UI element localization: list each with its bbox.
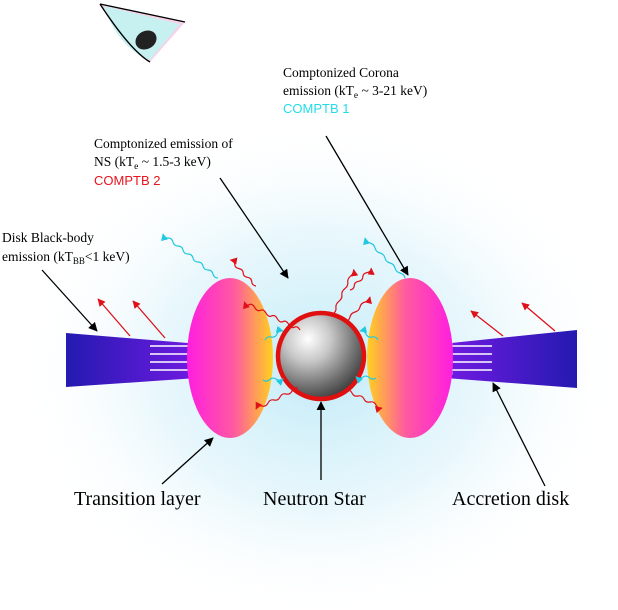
disk-blackbody-photons — [97, 298, 556, 339]
arrow-disk-blackbody — [41, 269, 98, 332]
neutron-star-label: Neutron Star — [263, 488, 366, 510]
red-photon-waves — [229, 257, 383, 414]
transition-layer-right — [367, 278, 453, 438]
accretion-disk-right — [432, 330, 577, 388]
comptb1-label: COMPTB 1 — [283, 101, 349, 116]
arrow-accretion-disk — [492, 382, 546, 487]
comptb2-label: COMPTB 2 — [94, 173, 160, 188]
corona-label-line2: emission (kTe ~ 3-21 keV) — [283, 83, 427, 101]
disk-bb-label-line2: emission (kTBB<1 keV) — [2, 249, 130, 266]
transition-layer-label: Transition layer — [74, 488, 201, 510]
pointer-arrows — [41, 135, 546, 487]
transition-layer-left — [187, 278, 273, 438]
arrow-ns-emission — [219, 177, 289, 279]
cyan-photon-waves — [161, 233, 406, 386]
arrow-corona — [325, 135, 409, 276]
disk-bb-label-line1: Disk Black-body — [2, 230, 94, 245]
corona-label-line1: Comptonized Corona — [283, 65, 399, 80]
eye-icon — [99, 3, 186, 63]
accretion-disk-label: Accretion disk — [452, 488, 569, 510]
neutron-star — [275, 310, 367, 402]
ns-emission-label-line1: Comptonized emission of — [94, 136, 233, 151]
arrow-transition-layer — [161, 437, 214, 485]
ns-emission-label-line2: NS (kTe ~ 1.5-3 keV) — [94, 154, 211, 172]
